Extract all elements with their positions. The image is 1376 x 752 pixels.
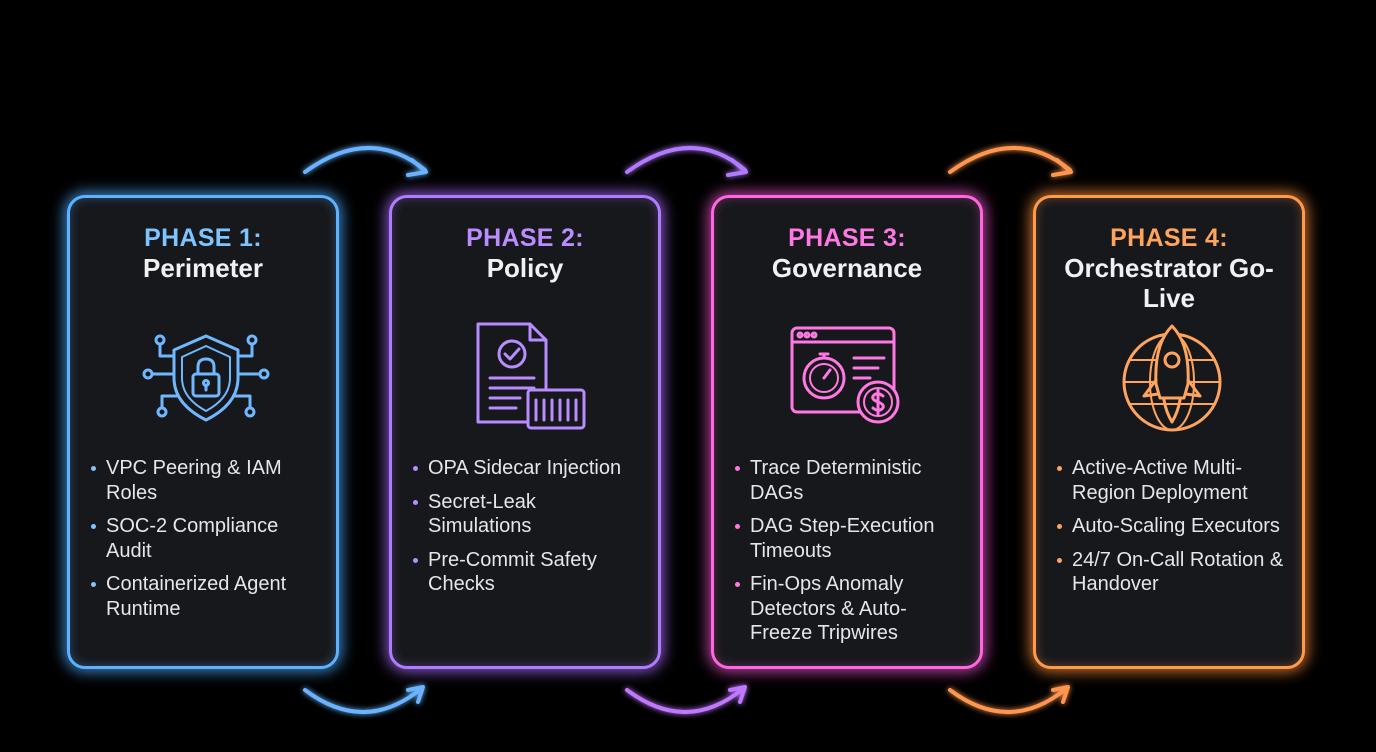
item-text: Secret-Leak Simulations <box>428 490 536 538</box>
phase-title: Policy <box>486 253 564 283</box>
bullet <box>91 582 96 587</box>
item-text: Active-Active Multi-Region Deployment <box>1072 457 1248 504</box>
rocket-globe-icon <box>1122 324 1222 432</box>
bullet <box>1057 557 1062 563</box>
list-item: Pre-Commit Safety Checks <box>410 548 644 597</box>
item-text: Pre-Commit Safety Checks <box>428 548 597 596</box>
list-item: Fin-Ops Anomaly Detectors & Auto-Freeze … <box>732 572 966 646</box>
arrow-top-3-icon <box>948 146 1073 177</box>
list-item: Containerized Agent Runtime <box>88 572 322 621</box>
bullet <box>91 466 96 471</box>
phase-title: Governance <box>771 253 923 283</box>
stopwatch-dashboard-cost-icon <box>790 326 900 424</box>
phase-title: Orchestrator Go-Live <box>1064 253 1274 313</box>
phase-label: PHASE 4: <box>1110 224 1228 252</box>
item-text: DAG Step-Execution Timeouts <box>750 515 935 562</box>
item-text: Trace Deterministic DAGs <box>750 457 922 504</box>
list-item: DAG Step-Execution Timeouts <box>732 514 966 563</box>
shield-lock-circuit-icon <box>142 334 270 422</box>
phase-card-2: PHASE 2: Policy OPA Sidecar Injection Se… <box>389 195 661 669</box>
phase-card-4: PHASE 4: Orchestrator Go-Live Active-Act… <box>1033 195 1305 669</box>
bullet <box>735 466 740 471</box>
phase-items: Trace Deterministic DAGs DAG Step-Execut… <box>732 456 966 655</box>
phase-label: PHASE 1: <box>144 224 262 252</box>
bullet <box>91 524 96 529</box>
item-text: OPA Sidecar Injection <box>428 457 622 479</box>
list-item: Secret-Leak Simulations <box>410 490 644 539</box>
phase-title: Perimeter <box>143 253 263 283</box>
bullet <box>413 466 418 471</box>
phase-label: PHASE 3: <box>788 224 906 252</box>
list-item: Auto-Scaling Executors <box>1054 514 1288 539</box>
bullet <box>413 499 418 505</box>
item-text: VPC Peering & IAM Roles <box>106 457 282 504</box>
bullet <box>735 524 740 529</box>
list-item: VPC Peering & IAM Roles <box>88 456 322 505</box>
bullet <box>1057 466 1062 471</box>
bullet <box>735 582 740 587</box>
list-item: Active-Active Multi-Region Deployment <box>1054 456 1288 505</box>
phase-card-1: PHASE 1: Perimeter VPC Peering & IAM Rol… <box>67 195 339 669</box>
arrow-top-2-icon <box>625 146 748 177</box>
phase-card-3: PHASE 3: Governance Trace Deterministic … <box>711 195 983 669</box>
item-text: SOC-2 Compliance Audit <box>106 515 279 562</box>
item-text: Auto-Scaling Executors <box>1072 515 1280 537</box>
phase-items: OPA Sidecar Injection Secret-Leak Simula… <box>410 456 644 606</box>
list-item: SOC-2 Compliance Audit <box>88 514 322 563</box>
list-item: 24/7 On-Call Rotation & Handover <box>1054 548 1288 597</box>
phase-label: PHASE 2: <box>466 224 584 252</box>
item-text: Fin-Ops Anomaly Detectors & Auto-Freeze … <box>750 573 907 644</box>
policy-document-check-icon <box>476 322 586 430</box>
bullet <box>413 557 418 563</box>
phase-items: VPC Peering & IAM Roles SOC-2 Compliance… <box>88 456 322 630</box>
phase-items: Active-Active Multi-Region Deployment Au… <box>1054 456 1288 606</box>
arrow-bottom-2-icon <box>625 685 747 714</box>
list-item: Trace Deterministic DAGs <box>732 456 966 505</box>
arrow-bottom-1-icon <box>303 685 425 714</box>
arrow-bottom-3-icon <box>948 685 1070 714</box>
list-item: OPA Sidecar Injection <box>410 456 644 481</box>
bullet <box>1057 524 1062 529</box>
item-text: 24/7 On-Call Rotation & Handover <box>1072 548 1284 596</box>
item-text: Containerized Agent Runtime <box>106 573 287 620</box>
arrow-top-1-icon <box>303 146 428 177</box>
